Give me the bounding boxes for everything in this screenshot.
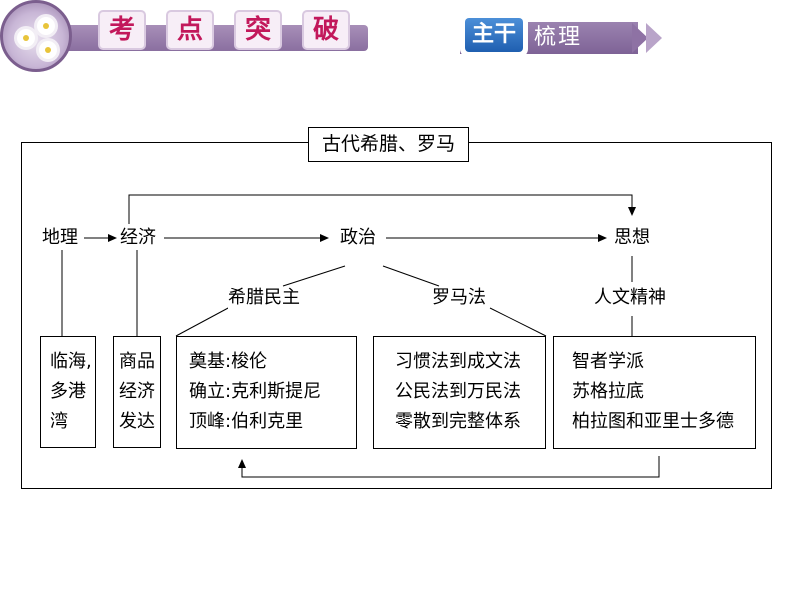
romanlaw-to-box-line [489, 307, 547, 337]
section-char-4: 破 [302, 10, 350, 50]
democracy-detail-line: 确立:克利斯提尼 [189, 381, 322, 402]
node-thought: 思想 [614, 227, 650, 249]
economy-detail-line: 发达 [119, 411, 155, 432]
democracy-to-box-line [175, 306, 231, 337]
humanism-detail-line: 智者学派 [572, 351, 644, 372]
roman-law-detail-line: 公民法到万民法 [395, 381, 521, 402]
economy-to-thought-arrow [128, 194, 636, 224]
play-arrow-icon [646, 23, 662, 53]
geography-detail-line: 湾 [50, 411, 68, 432]
node-politics: 政治 [340, 227, 376, 249]
section-char-3: 突 [234, 10, 282, 50]
diagram-title: 古代希腊、罗马 [308, 127, 469, 162]
section-char-2: 点 [166, 10, 214, 50]
section-char-1: 考 [98, 10, 146, 50]
play-arrow-icon [632, 23, 648, 53]
democracy-detail-box: 奠基:梭伦 确立:克利斯提尼 顶峰:伯利克里 [176, 336, 357, 449]
node-humanism: 人文精神 [594, 287, 666, 309]
geography-detail-line: 临海, [50, 351, 92, 372]
node-economy: 经济 [120, 227, 156, 249]
politics-to-romanlaw-line [382, 265, 440, 287]
politics-to-democracy-line [282, 265, 346, 287]
economy-detail-line: 商品 [119, 351, 155, 372]
democracy-detail-line: 顶峰:伯利克里 [189, 411, 304, 432]
roman-law-detail-box: 习惯法到成文法 公民法到万民法 零散到完整体系 [373, 336, 546, 449]
economy-detail-box: 商品 经济 发达 [113, 336, 161, 448]
humanism-to-democracy-arrow [238, 456, 660, 478]
flower-icon [0, 0, 72, 72]
democracy-detail-line: 奠基:梭伦 [189, 351, 268, 372]
roman-law-detail-line: 零散到完整体系 [395, 411, 521, 432]
section-badge-label: 主干 [465, 18, 523, 52]
humanism-detail-line: 柏拉图和亚里士多德 [572, 411, 734, 432]
node-roman-law: 罗马法 [432, 287, 486, 309]
geography-detail-line: 多港 [50, 381, 86, 402]
roman-law-detail-line: 习惯法到成文法 [395, 351, 521, 372]
node-geography: 地理 [42, 227, 78, 249]
humanism-detail-line: 苏格拉底 [572, 381, 644, 402]
section-badge-sublabel: 梳理 [534, 25, 583, 50]
humanism-detail-box: 智者学派 苏格拉底 柏拉图和亚里士多德 [553, 336, 756, 449]
geography-detail-box: 临海, 多港 湾 [40, 336, 96, 448]
node-greek-democracy: 希腊民主 [228, 287, 300, 309]
economy-detail-line: 经济 [119, 381, 155, 402]
